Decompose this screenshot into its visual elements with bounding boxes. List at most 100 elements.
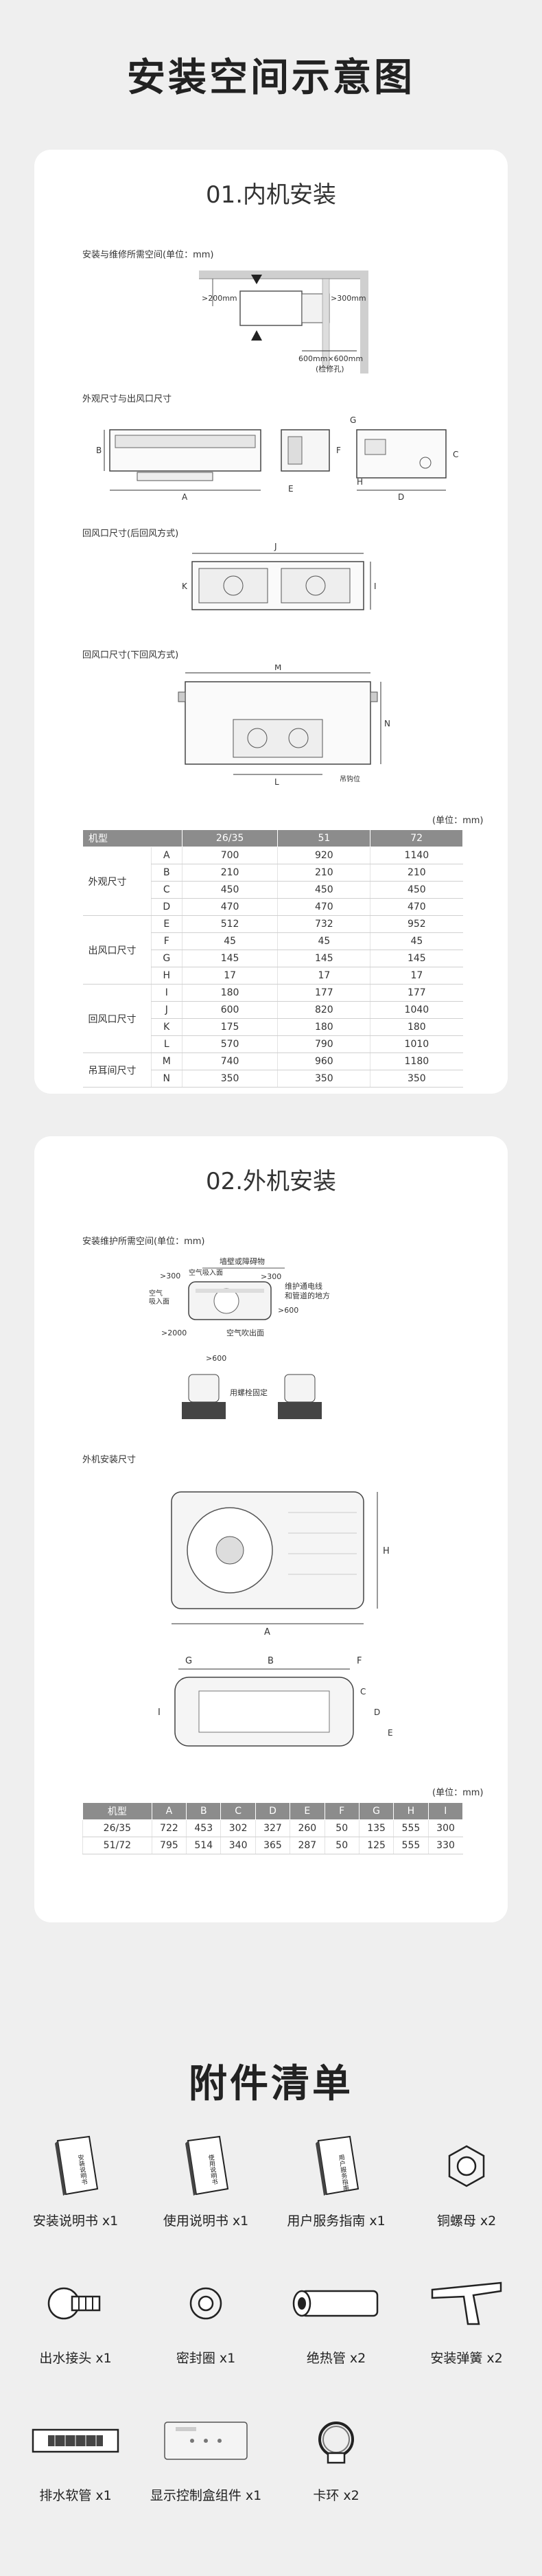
table-header-cell: A xyxy=(151,1802,187,1820)
svg-text:>300: >300 xyxy=(261,1272,281,1281)
outdoor-size-label: 外机安装尺寸 xyxy=(82,1455,137,1465)
table-cell: 514 xyxy=(186,1837,221,1854)
accessory-label: 密封圈 x1 xyxy=(176,2351,236,2366)
accessory-item: 排水软管 x1 xyxy=(10,2410,141,2504)
out-letter-d: D xyxy=(374,1707,380,1717)
dim-300: >300mm xyxy=(331,294,366,303)
table-cell: 790 xyxy=(277,1035,370,1053)
accessory-item: 用户服务指南用户服务指南 x1 xyxy=(271,2135,401,2229)
table-cell: 340 xyxy=(220,1837,256,1854)
letter-b: B xyxy=(96,446,102,455)
table-cell: 180 xyxy=(181,984,278,1002)
table-cell: 920 xyxy=(277,847,370,864)
dim-600: 600mm×600mm xyxy=(298,354,363,363)
svg-text:空气吹出面: 空气吹出面 xyxy=(226,1328,264,1337)
accessory-label: 用户服务指南 x1 xyxy=(287,2213,386,2229)
svg-text:>2000: >2000 xyxy=(161,1329,187,1337)
letter-m: M xyxy=(274,665,281,672)
table-cell: 1140 xyxy=(370,847,463,864)
table-cell: 145 xyxy=(277,950,370,967)
table-cell: 732 xyxy=(277,915,370,933)
table-cell: 952 xyxy=(370,915,463,933)
table-group-label: 出风口尺寸 xyxy=(82,915,152,985)
accessory-label: 排水软管 x1 xyxy=(39,2488,112,2503)
indoor-outline-diagram: A B E F D C G H xyxy=(96,415,458,502)
table-cell: 470 xyxy=(181,898,278,916)
outdoor-card: 02.外机安装 安装维护所需空间(单位：mm) 墙壁或障碍物 >300 维护通电… xyxy=(34,1136,508,1922)
letter-d: D xyxy=(398,492,404,502)
table-cell: 700 xyxy=(181,847,278,864)
th-model: 机型 xyxy=(82,829,182,847)
table-cell: 300 xyxy=(427,1819,463,1837)
outdoor-unit: (单位：mm) xyxy=(432,1788,484,1798)
table-cell: 350 xyxy=(181,1070,278,1088)
table-cell: 470 xyxy=(370,898,463,916)
table-cell: 50 xyxy=(324,1837,360,1854)
drain-hose-icon xyxy=(10,2410,141,2472)
letter-h: H xyxy=(357,477,363,487)
table-cell: N xyxy=(150,1070,182,1088)
accessory-item: 安装弹簧 x2 xyxy=(401,2273,532,2367)
indoor-section-title: 01.内机安装 xyxy=(205,181,337,209)
table-cell: J xyxy=(150,1001,182,1019)
outdoor-space-label: 安装维护所需空间(单位：mm) xyxy=(82,1237,205,1247)
table-cell: 570 xyxy=(181,1035,278,1053)
table-cell: H xyxy=(150,967,182,985)
letter-g: G xyxy=(350,415,356,425)
table-cell: 555 xyxy=(393,1819,429,1837)
indoor-outline-label: 外观尺寸与出风口尺寸 xyxy=(82,394,172,404)
table-cell: D xyxy=(150,898,182,916)
out-letter-c: C xyxy=(360,1687,366,1697)
out-letter-g: G xyxy=(185,1656,192,1666)
outdoor-space-diagram: 墙壁或障碍物 >300 维护通电线 和管道的地方 空气吸入面 >600 空气 吸… xyxy=(149,1256,330,1419)
table-cell: L xyxy=(150,1035,182,1053)
accessory-label: 安装弹簧 x2 xyxy=(430,2351,503,2366)
table-header-cell: E xyxy=(290,1802,325,1820)
table-cell: G xyxy=(150,950,182,967)
table-header-cell: I xyxy=(427,1802,464,1820)
table-cell: 177 xyxy=(370,984,463,1002)
table-cell: 210 xyxy=(370,864,463,882)
table-cell: 350 xyxy=(277,1070,370,1088)
page-title: 安装空间示意图 xyxy=(127,56,415,100)
svg-text:>600: >600 xyxy=(278,1306,298,1315)
table-cell: 17 xyxy=(370,967,463,985)
control-box-icon xyxy=(141,2410,271,2472)
letter-k: K xyxy=(182,582,188,591)
accessory-label: 出水接头 x1 xyxy=(39,2351,112,2366)
table-cell: 210 xyxy=(277,864,370,882)
accessory-label: 卡环 x2 xyxy=(313,2488,360,2503)
out-letter-e: E xyxy=(388,1728,393,1738)
table-cell: 145 xyxy=(181,950,278,967)
table-cell: 450 xyxy=(277,881,370,899)
out-letter-b: B xyxy=(268,1656,274,1666)
accessory-item: 显示控制盒组件 x1 xyxy=(141,2410,271,2504)
accessory-label: 铜螺母 x2 xyxy=(436,2213,497,2229)
outdoor-size-diagram: A H G B F I C D E xyxy=(158,1491,393,1747)
table-cell: 795 xyxy=(151,1837,187,1854)
table-cell: 1010 xyxy=(370,1035,463,1053)
indoor-return-rear-label: 回风口尺寸(后回风方式) xyxy=(82,529,179,539)
out-letter-h: H xyxy=(383,1546,390,1556)
out-letter-f: F xyxy=(357,1656,362,1666)
accessory-item: 出水接头 x1 xyxy=(10,2273,141,2367)
outdoor-section-title: 02.外机安装 xyxy=(205,1168,337,1195)
th-col2: 51 xyxy=(277,829,371,847)
indoor-return-bottom-diagram: M N L 吊钩位 xyxy=(178,665,390,787)
table-cell: 302 xyxy=(220,1819,256,1837)
table-cell: 180 xyxy=(277,1018,370,1036)
table-cell: 350 xyxy=(370,1070,463,1088)
table-cell: 17 xyxy=(181,967,278,985)
letter-c: C xyxy=(453,450,458,459)
